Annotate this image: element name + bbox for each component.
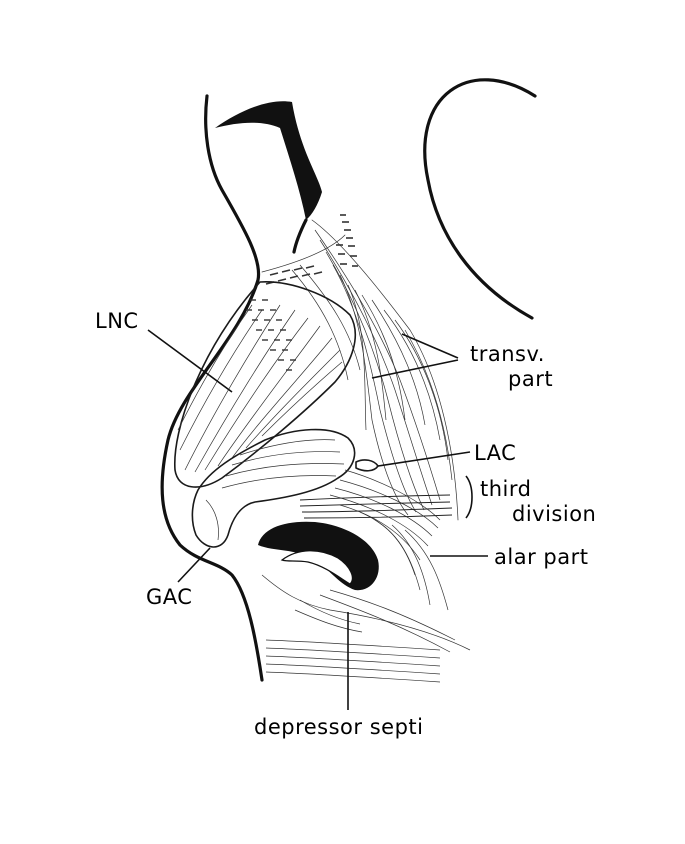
gac-cartilage <box>191 428 356 548</box>
transverse-part-muscle <box>261 219 459 521</box>
transv-leader-1 <box>401 333 459 359</box>
lip-and-septum-lines <box>261 574 471 683</box>
nasal-bone-shadow <box>215 101 322 220</box>
gac-leader <box>177 547 211 583</box>
lnc-leader <box>147 329 233 393</box>
lnc-stipple <box>246 299 296 371</box>
orbit-outline <box>423 78 537 320</box>
label-third-line1: third <box>480 477 531 501</box>
label-gac: GAC <box>146 585 192 609</box>
lac-cartilage <box>355 459 379 472</box>
nose-profile <box>160 94 264 682</box>
transv-leader-2 <box>371 359 459 379</box>
label-third-line2: division <box>512 502 596 526</box>
label-depressor-septi: depressor septi <box>254 715 423 739</box>
label-lnc: LNC <box>95 309 139 333</box>
alar-part-muscle <box>319 469 456 653</box>
nostril-inner <box>280 550 353 585</box>
label-lac: LAC <box>474 441 516 465</box>
gac-hatching <box>205 439 345 541</box>
label-alar-part: alar part <box>494 545 588 569</box>
label-transv-line2: part <box>508 367 553 391</box>
lac-leader <box>377 451 471 467</box>
third-division-bracket <box>465 475 473 519</box>
label-transv-line1: transv. <box>470 342 545 366</box>
lnc-cartilage <box>174 281 357 488</box>
third-division-band <box>299 494 453 519</box>
nasal-bone-edge <box>292 218 308 254</box>
upper-stipple <box>265 214 358 285</box>
